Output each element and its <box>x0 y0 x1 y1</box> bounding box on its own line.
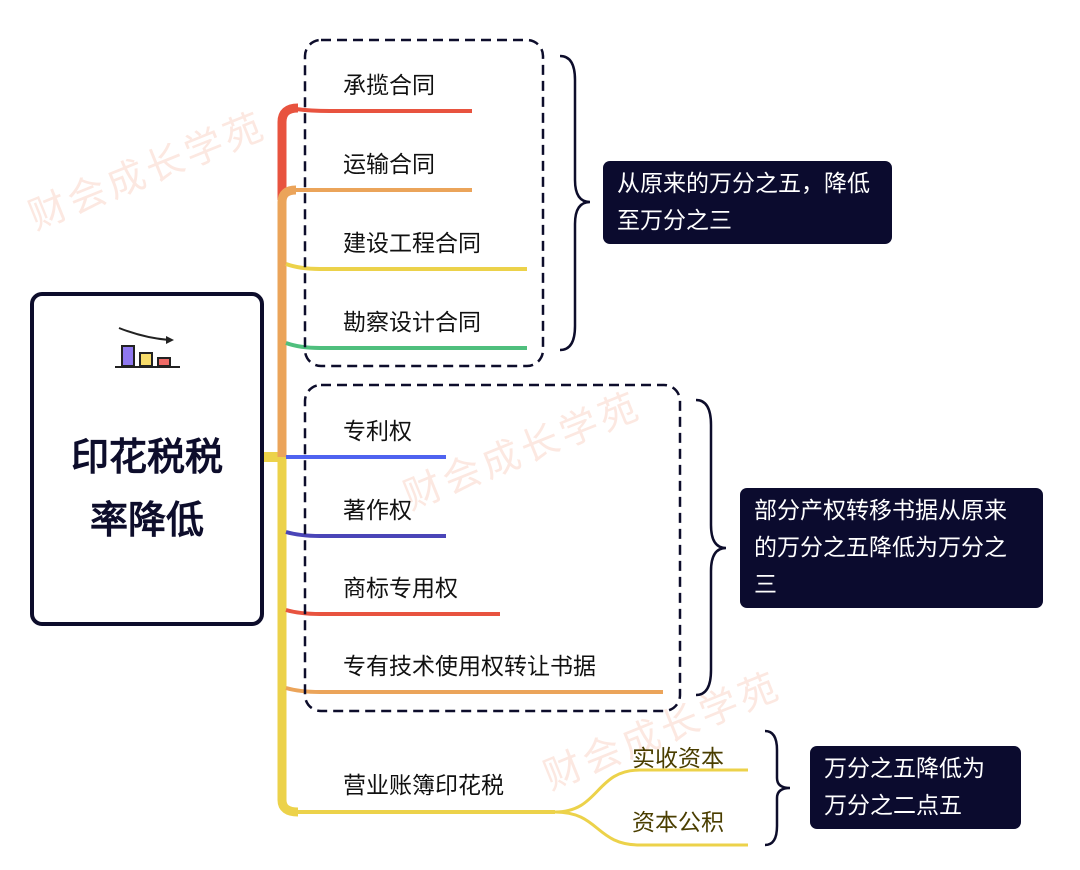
branch-contract-undertaking[interactable]: 承揽合同 <box>343 73 435 99</box>
branch-contract-construction[interactable]: 建设工程合同 <box>343 231 481 257</box>
branch-contract-transport[interactable]: 运输合同 <box>343 152 435 178</box>
root-title: 印花税税率降低 <box>70 435 223 542</box>
branch-patent[interactable]: 专利权 <box>343 419 412 445</box>
note-contracts: 从原来的万分之五，降低至万分之三 <box>603 161 892 244</box>
branch-know-how-transfer[interactable]: 专有技术使用权转让书据 <box>343 654 596 680</box>
sub-capital-reserve[interactable]: 资本公积 <box>632 810 724 836</box>
note-business-books: 万分之五降低为万分之二点五 <box>810 746 1021 829</box>
bar-chart-decrease-icon <box>115 327 180 368</box>
root-node[interactable]: 印花税税率降低 <box>30 292 264 626</box>
branch-copyright[interactable]: 著作权 <box>343 498 412 524</box>
branch-business-books[interactable]: 营业账簿印花税 <box>343 773 504 799</box>
sub-paid-in-capital[interactable]: 实收资本 <box>632 746 724 772</box>
note-property-rights: 部分产权转移书据从原来的万分之五降低为万分之三 <box>740 488 1043 608</box>
branch-trademark[interactable]: 商标专用权 <box>343 576 458 602</box>
branch-contract-survey-design[interactable]: 勘察设计合同 <box>343 310 481 336</box>
